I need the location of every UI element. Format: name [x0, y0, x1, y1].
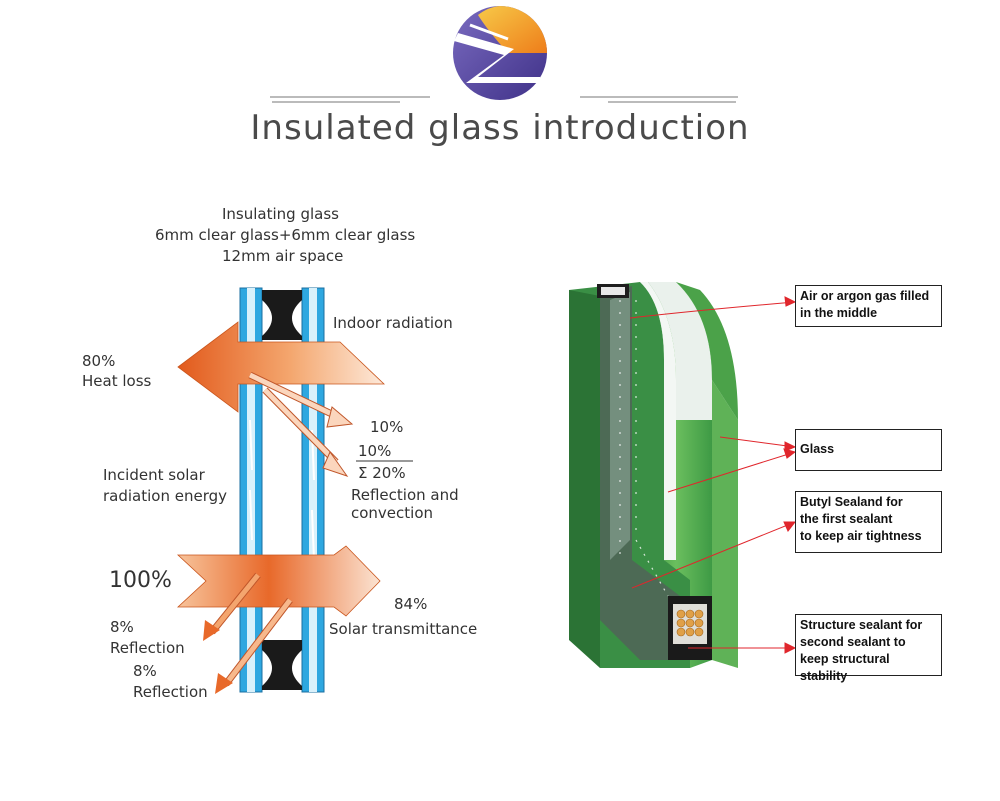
callout-structure-line1: Structure sealant for: [800, 618, 923, 632]
callout-butyl-line1: Butyl Sealand for: [800, 495, 903, 509]
indoor-radiation-label: Indoor radiation: [333, 314, 453, 332]
callout-butyl-line2: the first sealant: [800, 512, 893, 526]
callout-structure-line2: second sealant to: [800, 635, 906, 649]
diagram-heading-1: Insulating glass: [222, 205, 339, 223]
callout-structure-line3: keep structural stability: [800, 652, 890, 683]
callout-air-gas: Air or argon gas filled in the middle: [795, 285, 942, 327]
glass-unit-cross-section: [569, 282, 738, 668]
callout-glass: Glass: [795, 429, 942, 471]
callout-air-gas-line1: Air or argon gas filled: [800, 289, 930, 303]
brand-logo: [453, 6, 547, 100]
incident-label-2: radiation energy: [103, 487, 228, 505]
header-divider-right: [580, 96, 738, 103]
page-title: Insulated glass introduction: [250, 108, 750, 148]
transmittance-percent: 84%: [394, 595, 428, 613]
heat-loss-label: Heat loss: [82, 372, 152, 390]
callout-air-gas-line2: in the middle: [800, 306, 878, 320]
hundred-percent-label: 100%: [109, 568, 172, 593]
ten-percent-label: 10%: [370, 418, 404, 436]
reflection2-label: Reflection: [133, 683, 208, 701]
transmittance-label: Solar transmittance: [329, 620, 478, 638]
fraction-bottom: Σ 20%: [358, 464, 406, 482]
callout-butyl-line3: to keep air tightness: [800, 529, 922, 543]
insulating-glass-diagram: [176, 287, 413, 694]
diagram-heading-2: 6mm clear glass+6mm clear glass: [155, 226, 416, 244]
header-divider-left: [270, 96, 430, 103]
reflection-convection-2: convection: [351, 504, 434, 522]
reflection-convection-1: Reflection and: [351, 486, 459, 504]
heat-loss-percent: 80%: [82, 352, 116, 370]
fraction-top: 10%: [358, 442, 392, 460]
diagram-heading-3: 12mm air space: [222, 247, 344, 265]
callout-glass-line1: Glass: [800, 442, 835, 456]
callout-structure-sealant: Structure sealant for second sealant to …: [795, 614, 942, 683]
reflection1-percent: 8%: [110, 618, 134, 636]
reflection2-percent: 8%: [133, 662, 157, 680]
reflection1-label: Reflection: [110, 639, 185, 657]
incident-label-1: Incident solar: [103, 466, 205, 484]
callout-butyl-sealant: Butyl Sealand for the first sealant to k…: [795, 491, 942, 553]
